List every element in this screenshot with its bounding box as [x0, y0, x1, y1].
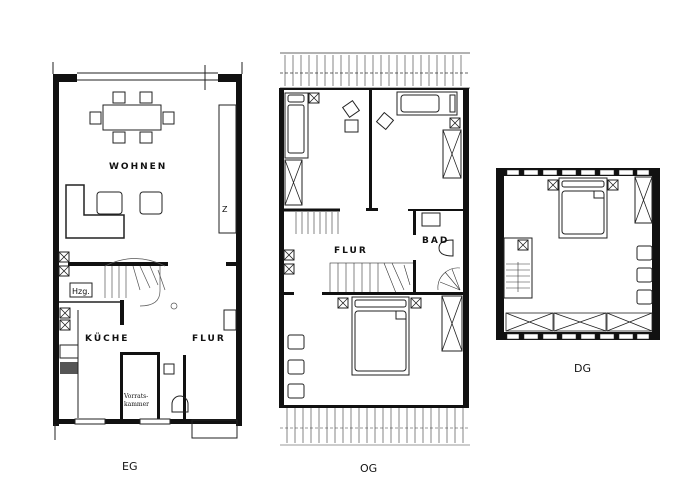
- floor-label-dg: DG: [574, 362, 591, 375]
- eg-label-hzg: Hzg.: [72, 287, 90, 296]
- floor-plan-dg: [496, 168, 660, 340]
- eg-label-vorrat-1: Vorrats-: [123, 393, 148, 400]
- svg-text:Ζ: Ζ: [222, 205, 228, 214]
- floor-label-eg: EG: [122, 460, 138, 473]
- eg-wall-left: [53, 76, 59, 426]
- eg-label-vorrat-2: kammer: [124, 401, 149, 408]
- eg-wall-right: [236, 76, 242, 426]
- og-label-flur: FLUR: [334, 246, 368, 256]
- floor-label-og: OG: [360, 462, 378, 475]
- eg-label-wohnen: WOHNEN: [109, 162, 167, 172]
- eg-label-kueche: KÜCHE: [85, 333, 129, 344]
- floor-plan-eg: Ζ Hzg. KÜCHE FLUR: [52, 62, 243, 440]
- eg-label-flur: FLUR: [192, 334, 226, 344]
- floor-plan-og: BAD FLUR: [279, 52, 470, 446]
- og-label-bad: BAD: [422, 236, 449, 246]
